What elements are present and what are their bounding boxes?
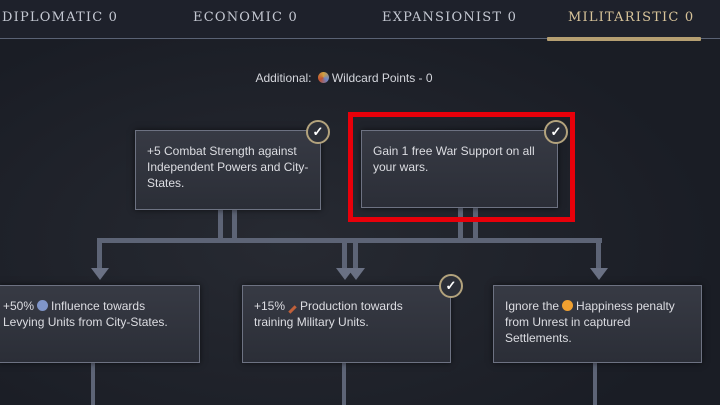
tab-expansionist[interactable]: EXPANSIONIST 0 (382, 10, 518, 25)
checkmark-icon: ✓ (306, 120, 330, 144)
connector (473, 208, 478, 242)
tradition-card[interactable]: +15%Production towards training Military… (242, 285, 451, 363)
arrow-down-icon (347, 268, 365, 280)
tab-diplomatic[interactable]: DIPLOMATIC 0 (2, 10, 119, 25)
connector (97, 238, 102, 268)
tradition-card[interactable]: Gain 1 free War Support on all your wars… (361, 130, 558, 208)
card-text: +15% (254, 299, 286, 313)
additional-label: Additional: (255, 71, 312, 85)
connector (342, 363, 346, 405)
checkmark-icon: ✓ (544, 120, 568, 144)
card-text: Influence towards Levying Units from Cit… (3, 299, 168, 329)
card-text: Ignore the (505, 299, 560, 313)
card-text: +5 Combat Strength against Independent P… (147, 144, 309, 190)
card-text: Gain 1 free War Support on all your wars… (373, 144, 535, 174)
highlight-box (348, 112, 575, 222)
connector (342, 238, 347, 268)
wildcard-points-icon (317, 72, 329, 83)
connector (458, 208, 463, 242)
card-text: Production towards training Military Uni… (254, 299, 403, 329)
connector (353, 238, 358, 268)
happiness-icon (562, 300, 574, 311)
card-text: +50% (3, 299, 35, 313)
tab-bar: DIPLOMATIC 0 ECONOMIC 0 EXPANSIONIST 0 M… (0, 0, 720, 39)
connector (218, 210, 223, 242)
tab-militaristic[interactable]: MILITARISTIC 0 (568, 10, 695, 25)
production-icon (288, 305, 297, 314)
checkmark-icon: ✓ (439, 274, 463, 298)
additional-points: Additional: Wildcard Points - 0 (0, 71, 688, 85)
wildcard-points-text: Wildcard Points - 0 (331, 71, 433, 85)
tradition-card[interactable]: +50%Influence towards Levying Units from… (0, 285, 200, 363)
tab-economic[interactable]: ECONOMIC 0 (193, 10, 298, 25)
connector (97, 238, 602, 243)
arrow-down-icon (91, 268, 109, 280)
card-text: Happiness penalty from Unrest in capture… (505, 299, 675, 345)
active-tab-underline (547, 37, 701, 41)
tradition-card[interactable]: +5 Combat Strength against Independent P… (135, 130, 321, 210)
connector (232, 210, 237, 242)
arrow-down-icon (590, 268, 608, 280)
influence-icon (37, 300, 49, 311)
connector (596, 238, 601, 268)
connector (593, 363, 597, 405)
connector (91, 363, 95, 405)
